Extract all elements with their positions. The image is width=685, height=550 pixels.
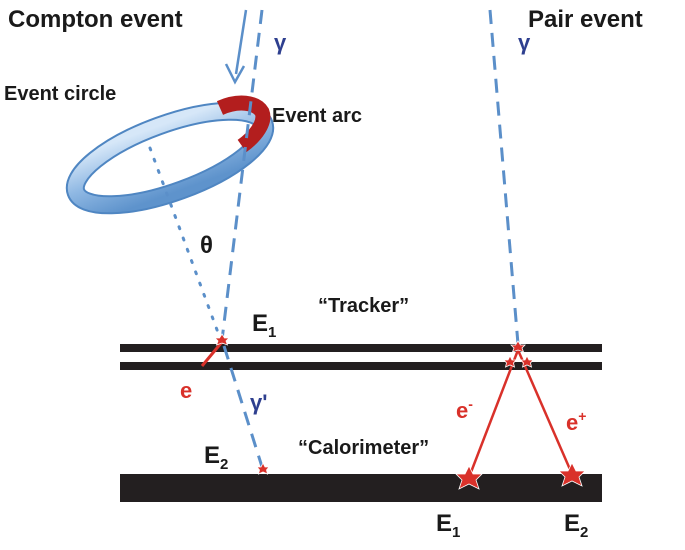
gamma-prime-label: γ' xyxy=(250,390,268,415)
electron-label: e xyxy=(180,378,193,403)
e-minus-base: e xyxy=(456,398,469,423)
electron-track xyxy=(200,341,224,367)
tracker-layer-top xyxy=(120,344,602,352)
cone-axis-dotted xyxy=(148,146,222,340)
deposit-star-e1 xyxy=(455,465,483,490)
electron-minus-track xyxy=(466,349,520,481)
e2-pair-base: E xyxy=(564,510,581,537)
e1-pair-label: E1 xyxy=(436,510,460,541)
e1-compton-label: E1 xyxy=(252,310,276,341)
event-circle-label: Event circle xyxy=(4,83,117,105)
e2-compton-base: E xyxy=(204,442,221,469)
e-minus-sup: - xyxy=(468,396,473,412)
event-arc xyxy=(216,95,271,153)
e-minus-label: e- xyxy=(456,397,473,423)
interaction-star-pair-left xyxy=(503,355,517,368)
arrowhead-icon xyxy=(224,63,246,85)
compton-event-title: Compton event xyxy=(8,6,183,33)
e2-compton-label: E2 xyxy=(204,442,228,473)
pair-event-title: Pair event xyxy=(528,6,643,33)
e1-compton-base: E xyxy=(252,310,269,337)
tracker-layer-bottom xyxy=(120,362,602,370)
e1-pair-sub: 1 xyxy=(452,524,461,541)
calorimeter-label: “Calorimeter” xyxy=(298,437,430,459)
e-plus-base: e xyxy=(566,410,579,435)
event-arc-label: Event arc xyxy=(272,105,363,127)
incoming-gamma-arrow xyxy=(234,9,248,75)
interaction-star-pair-right xyxy=(520,355,534,368)
e-plus-sup: + xyxy=(578,408,587,424)
calorimeter-block xyxy=(120,474,602,502)
pair-gamma-path xyxy=(488,9,520,345)
gamma-compton-label: γ xyxy=(274,30,287,55)
e2-pair-sub: 2 xyxy=(580,524,589,541)
interaction-star-pair-top xyxy=(510,340,526,353)
interaction-star-compton-tracker xyxy=(214,333,230,346)
theta-label: θ xyxy=(200,232,213,259)
e2-compton-sub: 2 xyxy=(220,456,229,473)
interaction-star-compton-calorimeter xyxy=(256,462,270,475)
e2-pair-label: E2 xyxy=(564,510,588,541)
positron-track xyxy=(516,349,574,475)
e-plus-label: e+ xyxy=(566,409,586,435)
e1-pair-base: E xyxy=(436,510,453,537)
gamma-pair-label: γ xyxy=(518,30,531,55)
tracker-label: “Tracker” xyxy=(318,295,410,317)
e1-compton-sub: 1 xyxy=(268,324,277,341)
deposit-star-e2 xyxy=(558,462,586,487)
compton-gamma-path xyxy=(220,9,264,341)
